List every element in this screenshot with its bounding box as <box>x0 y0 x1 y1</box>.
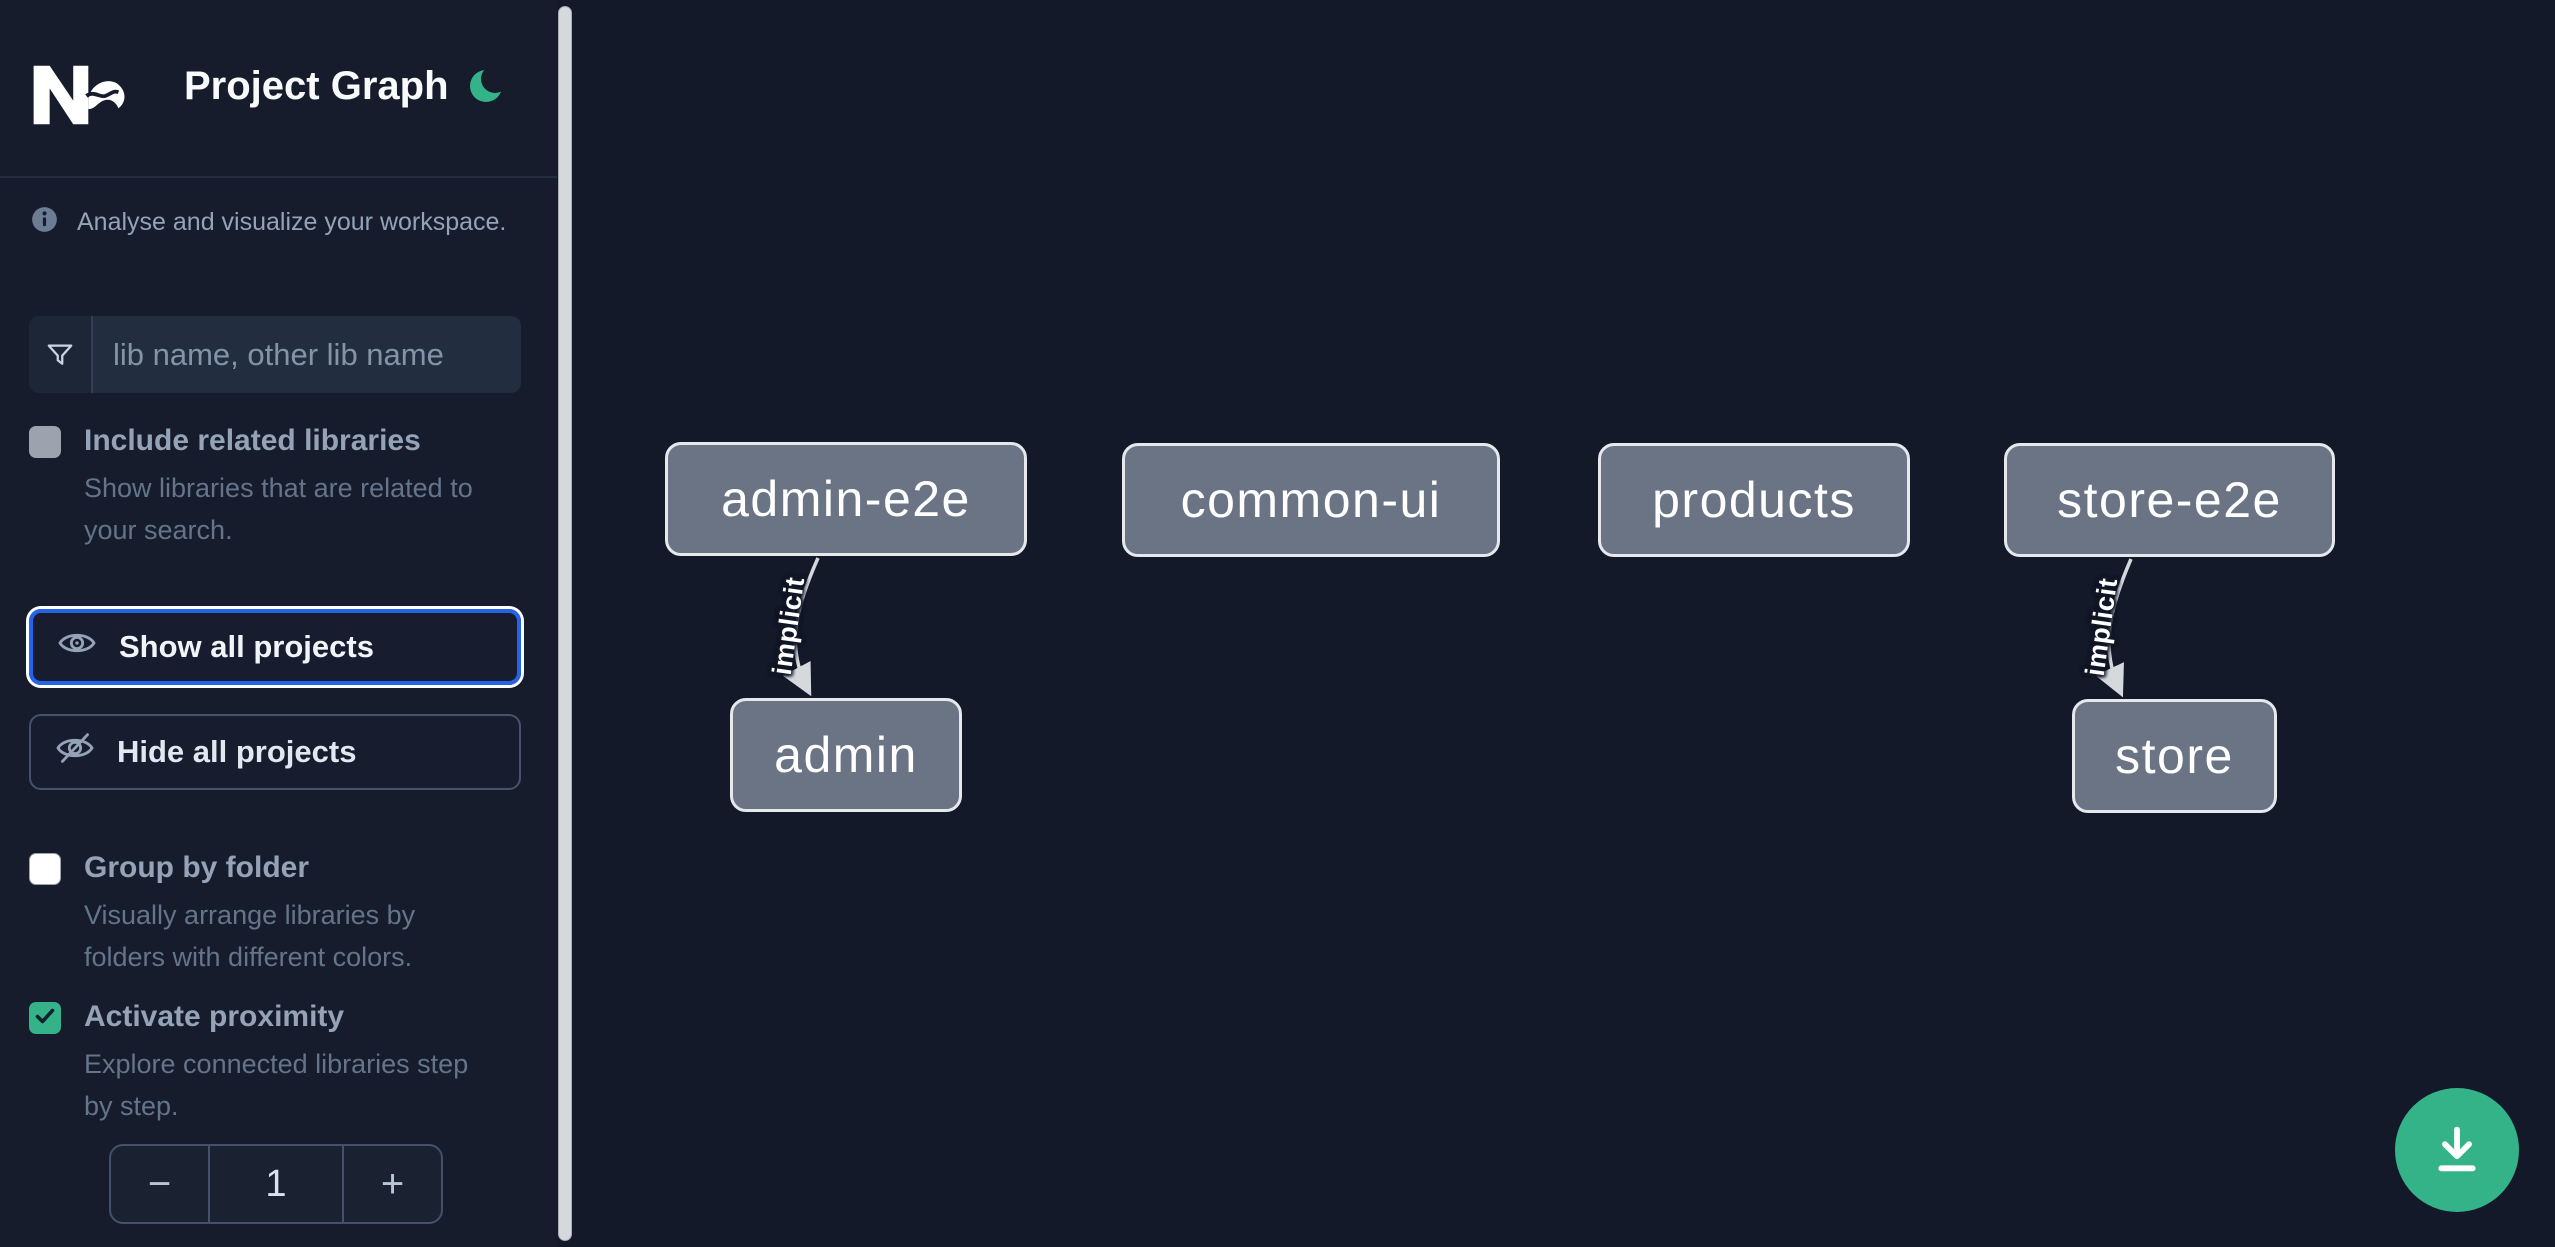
app-title: Project Graph <box>184 64 449 108</box>
graph-node-common-ui[interactable]: common-ui <box>1122 443 1500 557</box>
download-graph-button[interactable] <box>2395 1088 2519 1212</box>
decrement-button[interactable]: − <box>111 1146 208 1222</box>
graph-node-products[interactable]: products <box>1598 443 1910 557</box>
graph-node-store[interactable]: store <box>2072 699 2277 813</box>
tagline-text: Analyse and visualize your workspace. <box>77 207 507 236</box>
nx-logo <box>29 62 125 133</box>
option-description: Show libraries that are related to your … <box>84 473 473 545</box>
option-label: Group by folder <box>84 851 309 884</box>
show-all-projects-label: Show all projects <box>119 629 374 664</box>
option-description: Visually arrange libraries by folders wi… <box>84 900 416 972</box>
sidebar: Project Graph Analyse and visualize your… <box>0 0 557 1247</box>
moon-icon <box>468 64 509 109</box>
funnel-icon <box>29 316 93 393</box>
eye-off-icon <box>55 728 95 776</box>
theme-toggle-button[interactable] <box>465 64 511 110</box>
hide-all-projects-label: Hide all projects <box>117 734 357 769</box>
filter-box <box>29 316 521 393</box>
hide-all-projects-button[interactable]: Hide all projects <box>29 714 521 790</box>
graph-node-admin-e2e[interactable]: admin-e2e <box>665 442 1027 556</box>
proximity-depth-stepper: − 1 + <box>109 1144 443 1224</box>
checkbox-activate-proximity[interactable] <box>29 1002 61 1034</box>
filter-input[interactable] <box>93 316 521 393</box>
checkbox-group-by-folder[interactable] <box>29 853 61 885</box>
sidebar-header: Project Graph <box>0 0 557 178</box>
workspace-tagline: Analyse and visualize your workspace. <box>31 206 506 238</box>
option-description: Explore connected libraries step by step… <box>84 1049 469 1121</box>
eye-icon <box>57 623 97 671</box>
proximity-depth-value: 1 <box>208 1146 344 1222</box>
option-label: Activate proximity <box>84 1000 345 1033</box>
graph-node-admin[interactable]: admin <box>730 698 962 812</box>
increment-button[interactable]: + <box>344 1146 441 1222</box>
show-all-projects-button[interactable]: Show all projects <box>29 609 521 685</box>
option-label: Include related libraries <box>84 424 421 457</box>
graph-node-store-e2e[interactable]: store-e2e <box>2004 443 2335 557</box>
edge-store-e2e-to-store[interactable] <box>2095 558 2133 698</box>
edge-admin-e2e-to-admin[interactable] <box>782 557 820 697</box>
checkmark-icon <box>33 1004 57 1033</box>
download-icon <box>2428 1120 2486 1181</box>
info-icon <box>31 206 58 238</box>
checkbox-include-related[interactable] <box>29 426 61 458</box>
sidebar-resizer[interactable] <box>558 6 572 1241</box>
